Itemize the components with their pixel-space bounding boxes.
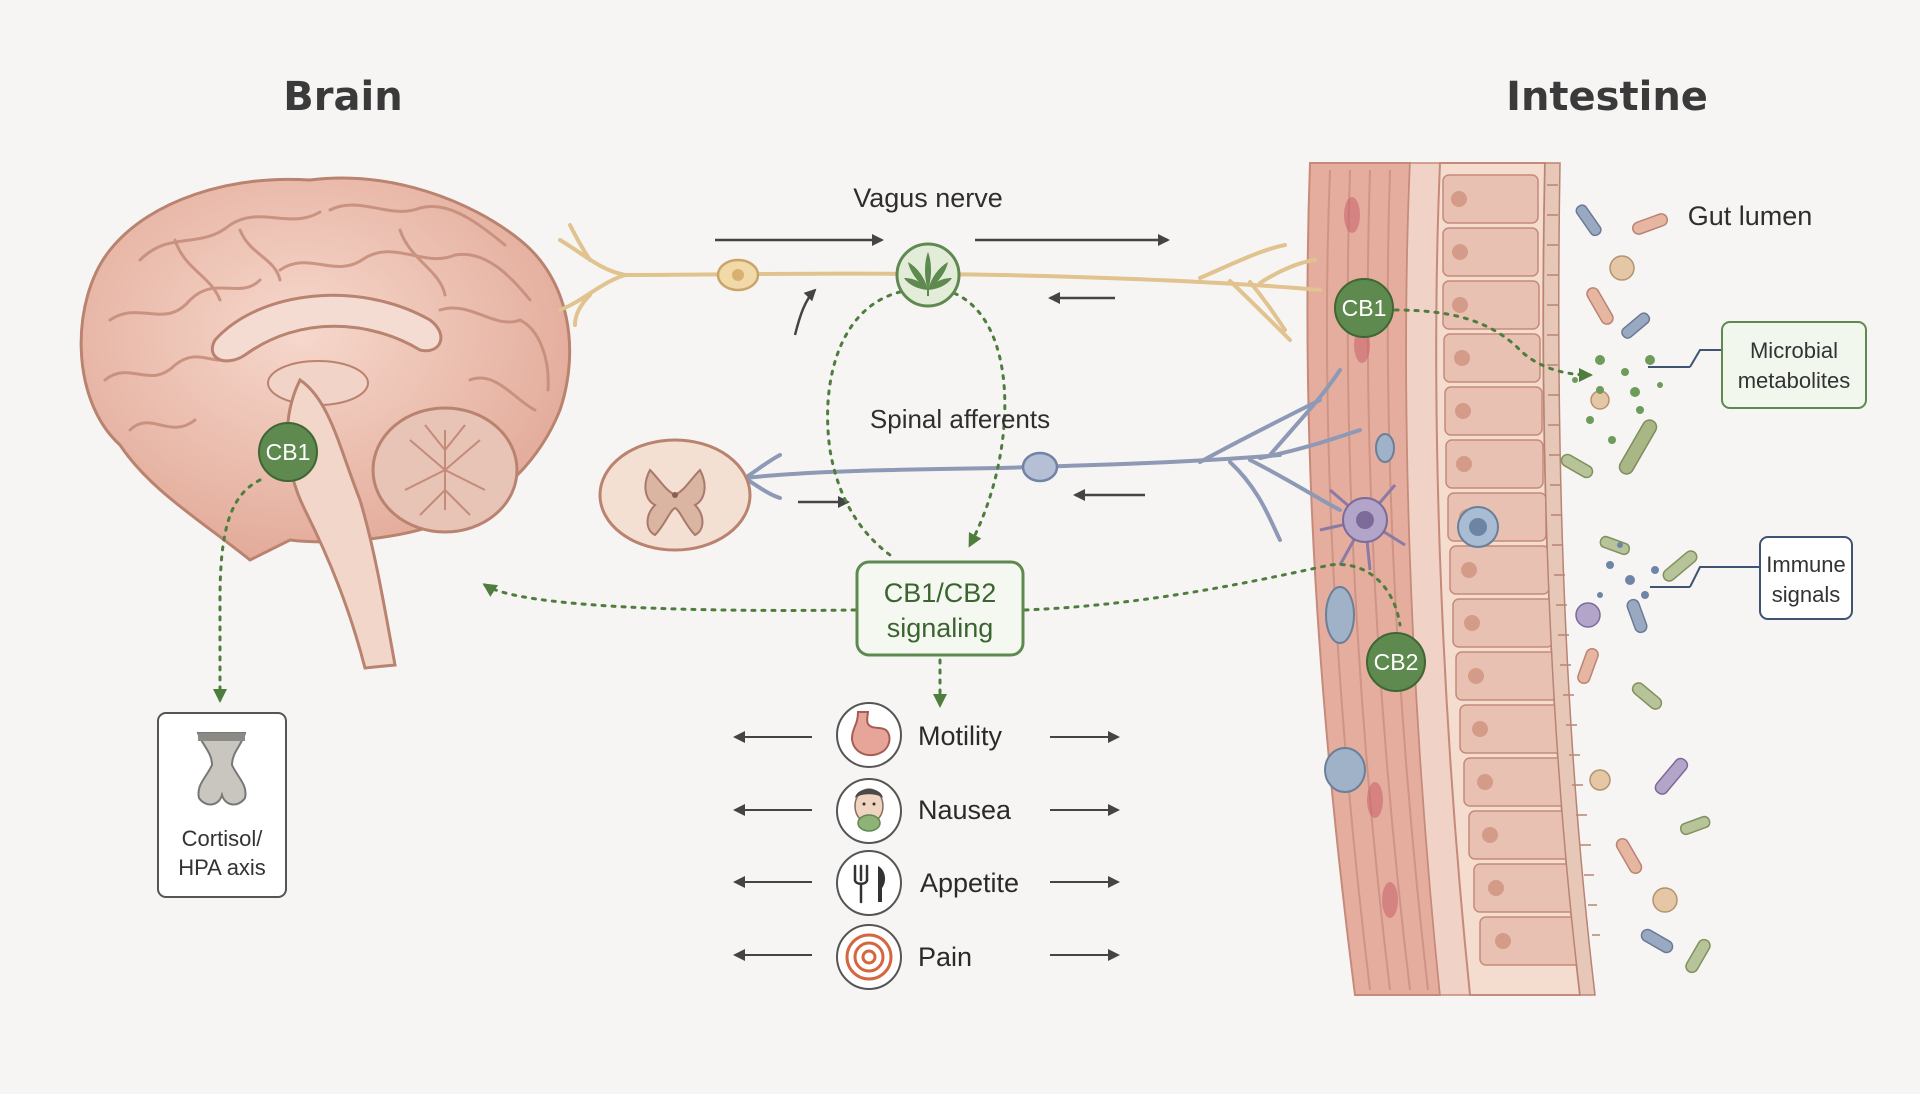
cortisol-hpa-box: Cortisol/ HPA axis [157, 712, 287, 898]
gut-cb2-receptor: CB2 [1366, 632, 1426, 692]
gut-lumen-cocci [1575, 255, 1678, 913]
nauseous-face-icon [836, 778, 902, 844]
microbial-metabolites-box: Microbial metabolites [1648, 321, 1867, 409]
spinal-afferents-label: Spinal afferents [870, 404, 1050, 434]
effect-item-pain: Pain [733, 924, 1120, 990]
hub-label-line1: CB1/CB2 [884, 578, 997, 608]
immune-cells [1319, 433, 1499, 793]
immune-label-line1: Immune [1766, 552, 1845, 577]
cerebellum [371, 406, 519, 534]
hub-label-line2: signaling [887, 613, 994, 643]
gut-lumen-label: Gut lumen [1688, 201, 1813, 231]
fork-knife-icon [836, 850, 902, 916]
vagus-nerve [558, 223, 1322, 342]
gut-lumen-microbes [1560, 204, 1711, 974]
dendritic-cell [1319, 484, 1406, 571]
effect-item-motility: Motility [733, 702, 1120, 768]
gut-cb1-receptor: CB1 [1334, 278, 1394, 338]
immune-label-line2: signals [1772, 582, 1840, 607]
cortisol-label-line2: HPA axis [178, 855, 266, 880]
effect-label-motility: Motility [918, 721, 1003, 751]
microbial-label-line2: metabolites [1738, 368, 1851, 393]
effect-item-appetite: Appetite [733, 850, 1120, 916]
cannabinoid-signal-paths [213, 288, 1593, 708]
brain-cb1-label: CB1 [266, 439, 311, 465]
immune-signals-box: Immune signals [1650, 536, 1853, 620]
spinal-afferent-nerve [743, 368, 1362, 542]
spinal-cord-cross-section-icon [598, 438, 752, 552]
intestine-title: Intestine [1506, 74, 1708, 120]
stomach-icon [836, 702, 902, 768]
cannabis-leaf-icon [895, 242, 961, 308]
effect-label-pain: Pain [918, 942, 972, 972]
gut-cb2-label: CB2 [1374, 649, 1419, 675]
vagus-nerve-label: Vagus nerve [853, 183, 1003, 213]
cb1-cb2-signaling-hub: CB1/CB2 signaling [855, 560, 1025, 657]
brain-illustration [79, 176, 572, 670]
cortisol-label-line1: Cortisol/ [182, 826, 264, 851]
brain-title: Brain [283, 74, 402, 120]
brain-cb1-receptor: CB1 [258, 422, 318, 482]
effect-label-appetite: Appetite [920, 868, 1019, 898]
pain-target-icon [836, 924, 902, 990]
effect-item-nausea: Nausea [733, 778, 1120, 844]
microbial-label-line1: Microbial [1750, 338, 1838, 363]
adrenal-gland-icon [196, 732, 247, 806]
gut-cb1-label: CB1 [1342, 295, 1387, 321]
signal-direction-arrows [715, 234, 1170, 508]
effects-list: Motility Nausea [733, 702, 1120, 990]
effect-label-nausea: Nausea [918, 795, 1012, 825]
